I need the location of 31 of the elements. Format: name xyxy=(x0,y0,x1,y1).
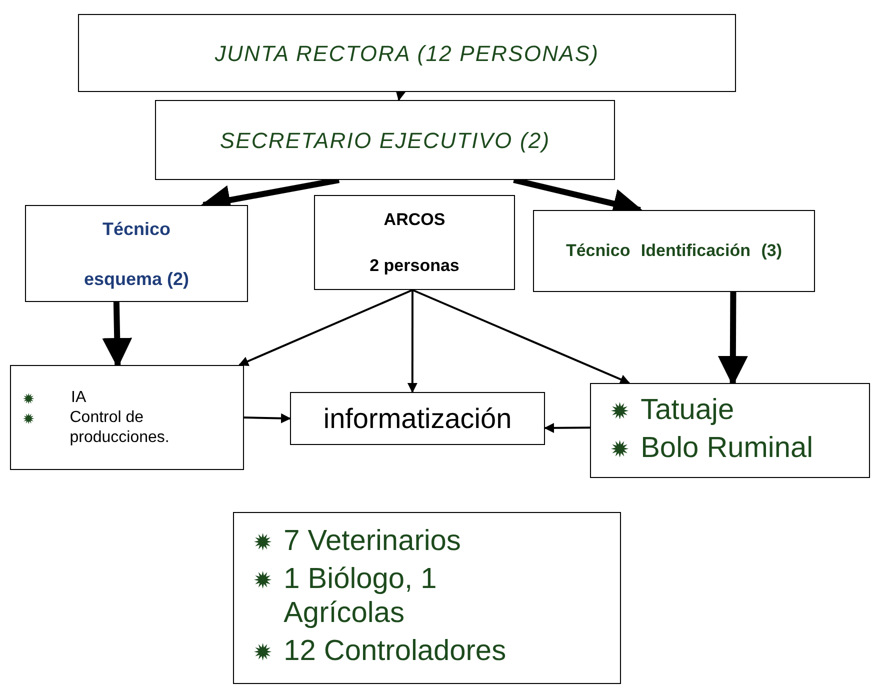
list-item-text: Bolo Ruminal xyxy=(640,430,814,464)
node-text: ARCOS xyxy=(384,209,446,231)
node-text: 2 personas xyxy=(370,254,460,276)
arrow xyxy=(238,289,413,366)
arrow xyxy=(544,422,590,433)
node-text: Técnico Identificación (3) xyxy=(566,240,782,262)
node-text: informatización xyxy=(323,402,512,436)
arrow xyxy=(244,413,291,424)
list-item-text: IA xyxy=(71,388,86,408)
box xyxy=(533,210,815,292)
list-item-text: 1 Biólogo, 1 Agrícolas xyxy=(284,562,438,630)
list-item-text: Tatuaje xyxy=(640,392,734,426)
box xyxy=(290,392,545,445)
arrow xyxy=(102,302,132,368)
node-text: JUNTA RECTORA (12 PERSONAS) xyxy=(214,40,600,68)
arrow xyxy=(396,90,406,101)
arrow xyxy=(718,292,748,386)
box xyxy=(10,365,244,470)
box xyxy=(233,512,621,684)
box xyxy=(25,205,248,302)
list-item-text: 7 Veterinarios xyxy=(284,524,461,558)
node-text: Técnico esquema (2) xyxy=(82,218,190,291)
box xyxy=(155,100,615,180)
node-text: SECRETARIO EJECUTIVO (2) xyxy=(220,126,550,154)
box xyxy=(590,383,870,478)
box xyxy=(78,14,736,92)
box xyxy=(314,195,515,290)
list-item-text: Control de producciones. xyxy=(70,408,170,448)
list-item-text: 12 Controladores xyxy=(284,634,506,668)
arrow xyxy=(412,289,630,384)
arrow xyxy=(407,290,418,393)
